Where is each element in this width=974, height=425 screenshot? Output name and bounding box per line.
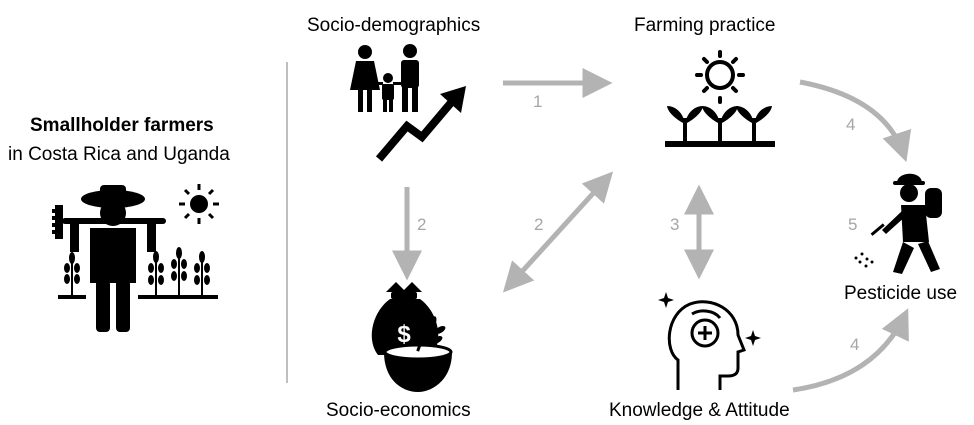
- title-bold: Smallholder farmers: [30, 115, 214, 136]
- arrow-4-bottom: [792, 308, 909, 393]
- node-knowledge-attitude: Knowledge & Attitude: [609, 400, 790, 421]
- edge-label-2-diagonal: 2: [534, 215, 544, 234]
- wheat-right-icon: [138, 247, 218, 299]
- node-socio-economics: Socio-economics: [326, 400, 471, 421]
- sun-icon-left: [179, 184, 219, 224]
- node-farming-practice: Farming practice: [634, 15, 776, 36]
- sprayer-person-icon: [854, 173, 942, 274]
- family-icon: [350, 44, 419, 112]
- edge-label-3: 3: [670, 215, 680, 234]
- node-socio-demographics: Socio-demographics: [307, 15, 481, 36]
- farmer-icon: [52, 185, 166, 332]
- svg-text:$: $: [397, 321, 411, 348]
- arrow-4-top: [799, 79, 912, 163]
- trend-up-icon: [375, 86, 466, 162]
- head-gear-icon: [667, 300, 746, 390]
- title-sub: in Costa Rica and Uganda: [8, 144, 230, 165]
- crops-sun-icon: [665, 50, 775, 147]
- edge-label-5: 5: [848, 215, 858, 234]
- arrow-2-diagonal: [502, 171, 614, 293]
- edge-label-4-top: 4: [846, 115, 856, 134]
- edge-label-4-bottom: 4: [850, 335, 860, 354]
- wheat-left-icon: [58, 252, 86, 299]
- edge-label-2-down: 2: [417, 215, 427, 234]
- sparkle-icon: [658, 292, 761, 346]
- edge-label-1: 1: [533, 92, 543, 111]
- node-pesticide-use: Pesticide use: [844, 283, 958, 304]
- bowl-icon: [383, 316, 453, 392]
